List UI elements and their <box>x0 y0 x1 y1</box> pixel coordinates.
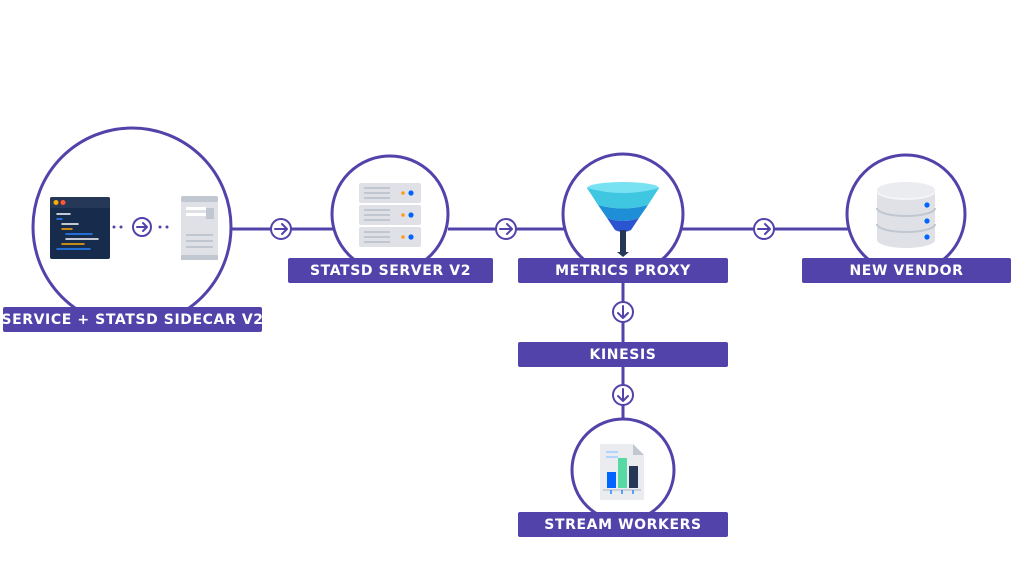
arrow-right-icon <box>753 218 775 240</box>
stream-workers-label: STREAM WORKERS <box>518 512 728 537</box>
service-label: SERVICE + STATSD SIDECAR V2 <box>1 307 263 332</box>
new-vendor-label: NEW VENDOR <box>802 258 1011 283</box>
server-tower-icon <box>181 196 218 260</box>
arrow-down-icon <box>612 384 634 406</box>
arrow-right-icon <box>495 218 517 240</box>
bar-chart-document-icon <box>600 444 644 500</box>
statsd-server-label: STATSD SERVER V2 <box>288 258 493 283</box>
kinesis-label: KINESIS <box>518 342 728 367</box>
funnel-icon <box>587 182 659 257</box>
metrics-proxy-label: METRICS PROXY <box>518 258 728 283</box>
code-window-icon <box>50 197 110 259</box>
database-icon <box>876 182 936 248</box>
sidecar-link <box>112 225 169 229</box>
server-rack-icon <box>359 183 421 247</box>
arrow-right-icon <box>132 217 152 237</box>
arrow-down-icon <box>612 301 634 323</box>
arrow-right-icon <box>270 218 292 240</box>
